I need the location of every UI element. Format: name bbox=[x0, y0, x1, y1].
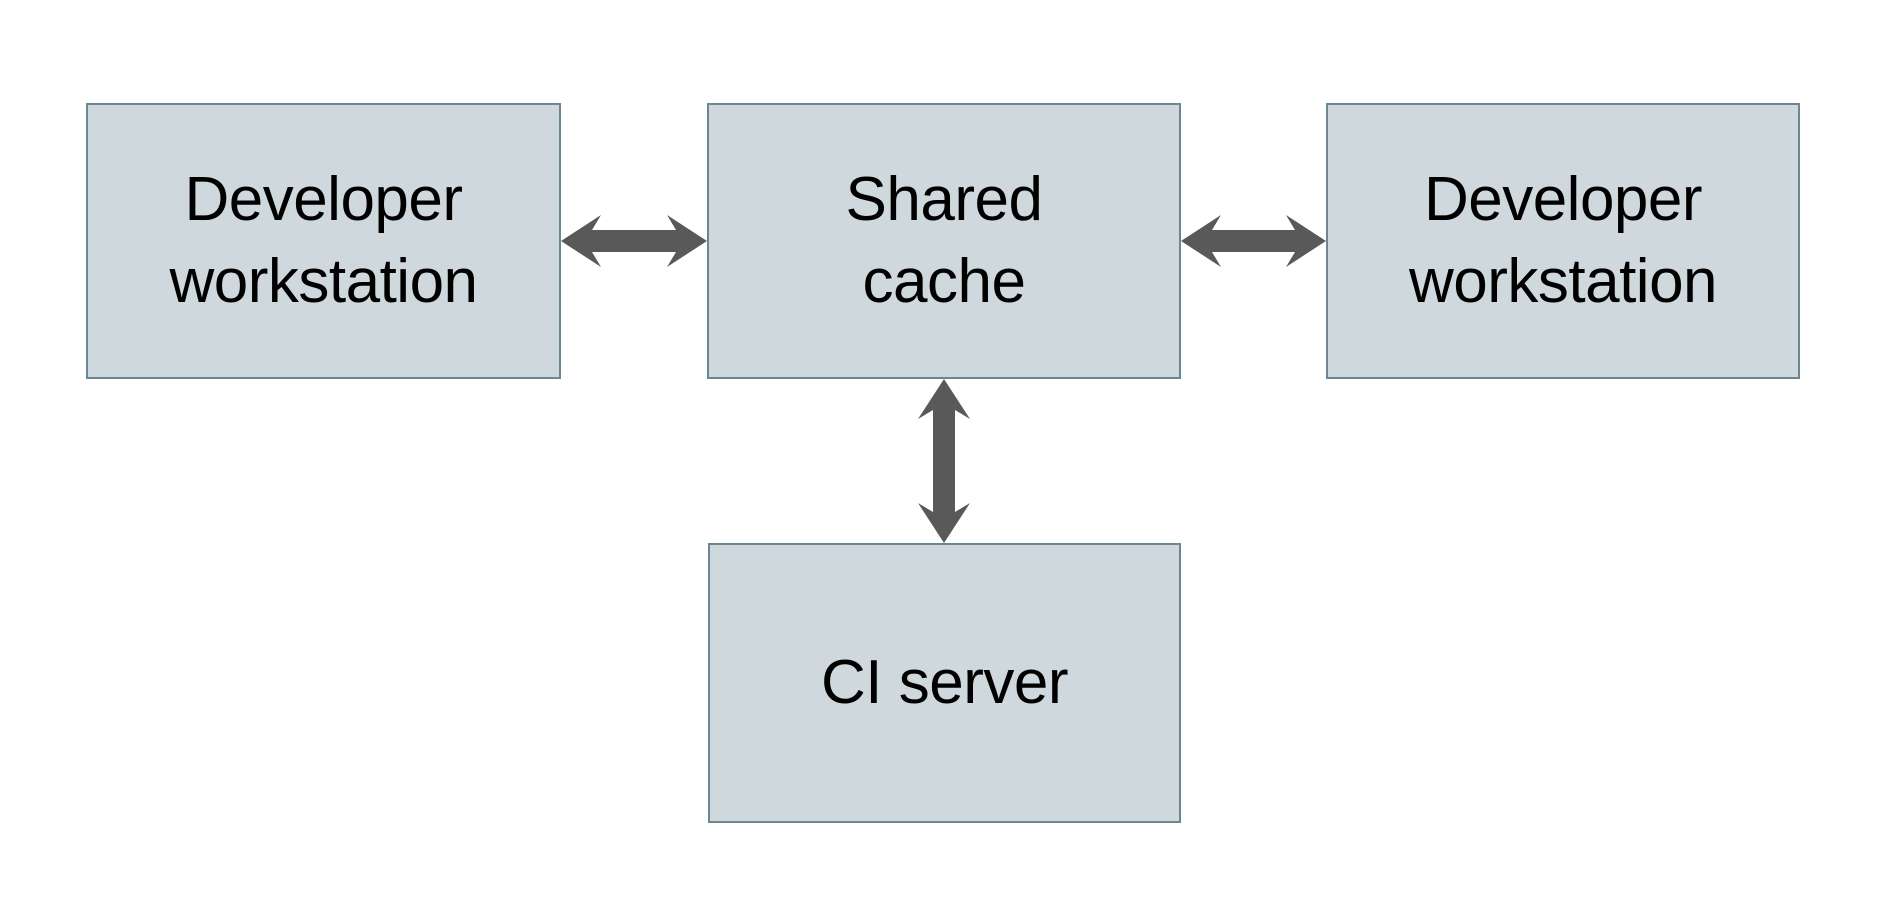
node-shared-cache[interactable]: Shared cache bbox=[707, 103, 1181, 379]
connector-shared-cache-to-ci-server[interactable] bbox=[918, 379, 970, 543]
connector-left-workstation-to-shared-cache[interactable] bbox=[561, 215, 707, 267]
node-developer-workstation-left[interactable]: Developer workstation bbox=[86, 103, 561, 379]
connector-shared-cache-to-right-workstation[interactable] bbox=[1181, 215, 1326, 267]
double-arrow-vertical-icon bbox=[918, 379, 970, 543]
node-developer-workstation-right[interactable]: Developer workstation bbox=[1326, 103, 1800, 379]
node-ci-server[interactable]: CI server bbox=[708, 543, 1181, 823]
double-arrow-horizontal-icon bbox=[1181, 215, 1326, 267]
double-arrow-horizontal-icon bbox=[561, 215, 707, 267]
